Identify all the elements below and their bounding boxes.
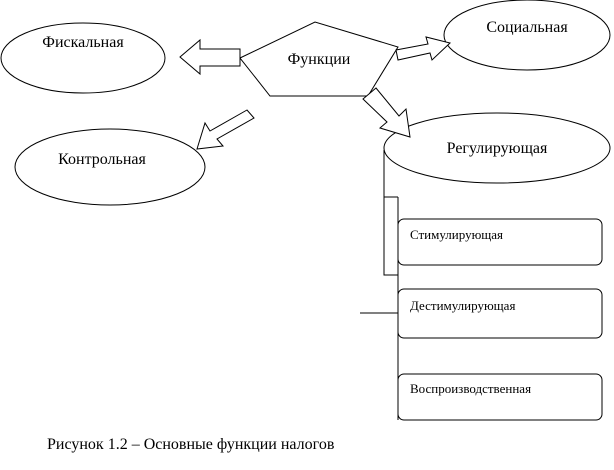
arrow-to-control-icon <box>196 109 255 150</box>
node-control-label: Контрольная <box>58 151 146 168</box>
subnode-destimulating-label: Дестимулирующая <box>410 298 515 313</box>
subnode-destimulating: Дестимулирующая <box>397 288 603 339</box>
center-node-label: Функции <box>288 51 351 68</box>
node-social: Социальная <box>443 0 611 71</box>
subnode-stimulating-label: Стимулирующая <box>410 227 503 242</box>
subnode-reproductive-label: Воспроизводственная <box>410 381 531 396</box>
node-fiscal: Фискальная <box>0 22 166 94</box>
node-control: Контрольная <box>14 128 206 206</box>
node-social-label: Социальная <box>486 19 568 36</box>
arrow-to-regulating-icon <box>362 87 411 138</box>
subnode-stimulating: Стимулирующая <box>397 218 603 266</box>
node-regulating: Регулирующая <box>383 112 611 184</box>
subnode-reproductive: Воспроизводственная <box>397 373 603 421</box>
node-fiscal-label: Фискальная <box>42 34 124 51</box>
figure-caption: Рисунок 1.2 – Основные функции налогов <box>47 436 335 453</box>
regulating-connectors <box>360 150 399 420</box>
node-regulating-label: Регулирующая <box>447 140 548 157</box>
arrow-to-social-icon <box>395 36 452 61</box>
arrow-to-fiscal-icon <box>179 38 241 76</box>
center-node: Функции <box>239 21 399 97</box>
